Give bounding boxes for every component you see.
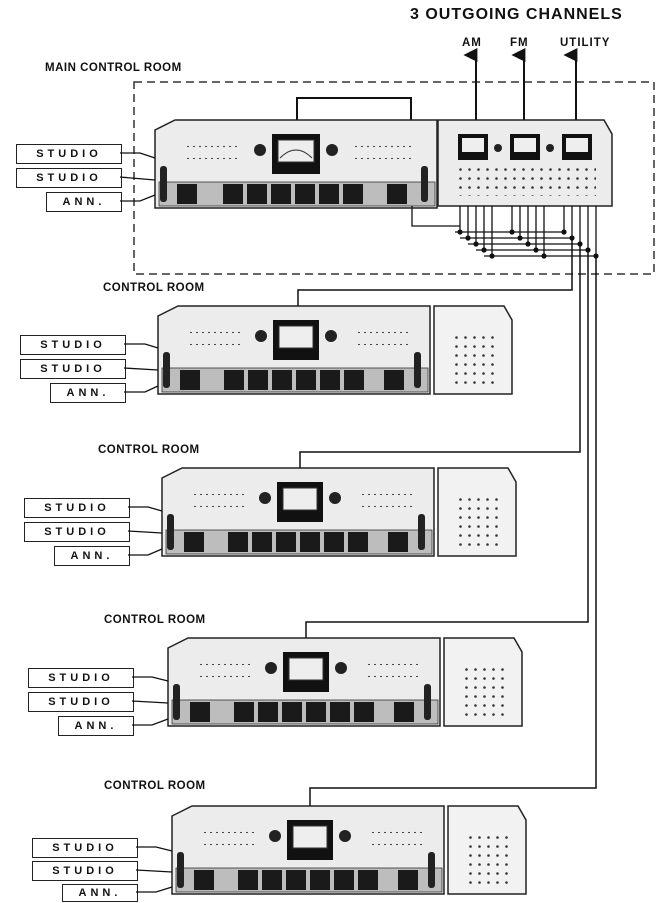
announcer-input-box: ANN.: [50, 383, 126, 403]
studio-input-box: STUDIO: [20, 359, 126, 379]
studio-input-box: STUDIO: [28, 668, 134, 688]
control-room-rack: [447, 805, 527, 895]
announcer-input-box: ANN.: [54, 546, 130, 566]
announcer-input-box: ANN.: [46, 192, 122, 212]
feed-line-room-1: [297, 238, 573, 308]
channel-label-fm: FM: [510, 37, 529, 49]
feed-line-room-2: [299, 244, 581, 470]
control-room-console: [161, 467, 435, 557]
studio-input-box: STUDIO: [24, 498, 130, 518]
control-room-console: [171, 805, 445, 895]
studio-input-box: STUDIO: [16, 168, 122, 188]
control-room-label-1: CONTROL ROOM: [103, 282, 205, 294]
control-room-label-2: CONTROL ROOM: [98, 444, 200, 456]
main-console-bus-wire: [411, 206, 460, 227]
studio-input-box: STUDIO: [16, 144, 122, 164]
feed-line-room-3: [305, 250, 589, 640]
studio-input-box: STUDIO: [32, 838, 138, 858]
announcer-input-box: ANN.: [58, 716, 134, 736]
control-room-rack: [433, 305, 513, 395]
control-room-console: [157, 305, 431, 395]
channel-label-am: AM: [462, 37, 482, 49]
main-control-console: [154, 119, 438, 209]
control-room-rack: [443, 637, 523, 727]
channel-label-utility: UTILITY: [560, 37, 611, 49]
control-room-label-3: CONTROL ROOM: [104, 614, 206, 626]
diagram-title: 3 OUTGOING CHANNELS: [410, 6, 623, 23]
control-room-rack: [437, 467, 517, 557]
feed-line-room-4: [309, 256, 597, 808]
studio-input-box: STUDIO: [28, 692, 134, 712]
studio-input-box: STUDIO: [24, 522, 130, 542]
main-console-bridge: [296, 97, 412, 124]
output-switching-panel: [437, 119, 613, 207]
announcer-input-box: ANN.: [62, 884, 138, 902]
main-control-room-label: MAIN CONTROL ROOM: [45, 62, 182, 74]
studio-input-box: STUDIO: [32, 861, 138, 881]
control-room-console: [167, 637, 441, 727]
studio-input-box: STUDIO: [20, 335, 126, 355]
control-room-label-4: CONTROL ROOM: [104, 780, 206, 792]
